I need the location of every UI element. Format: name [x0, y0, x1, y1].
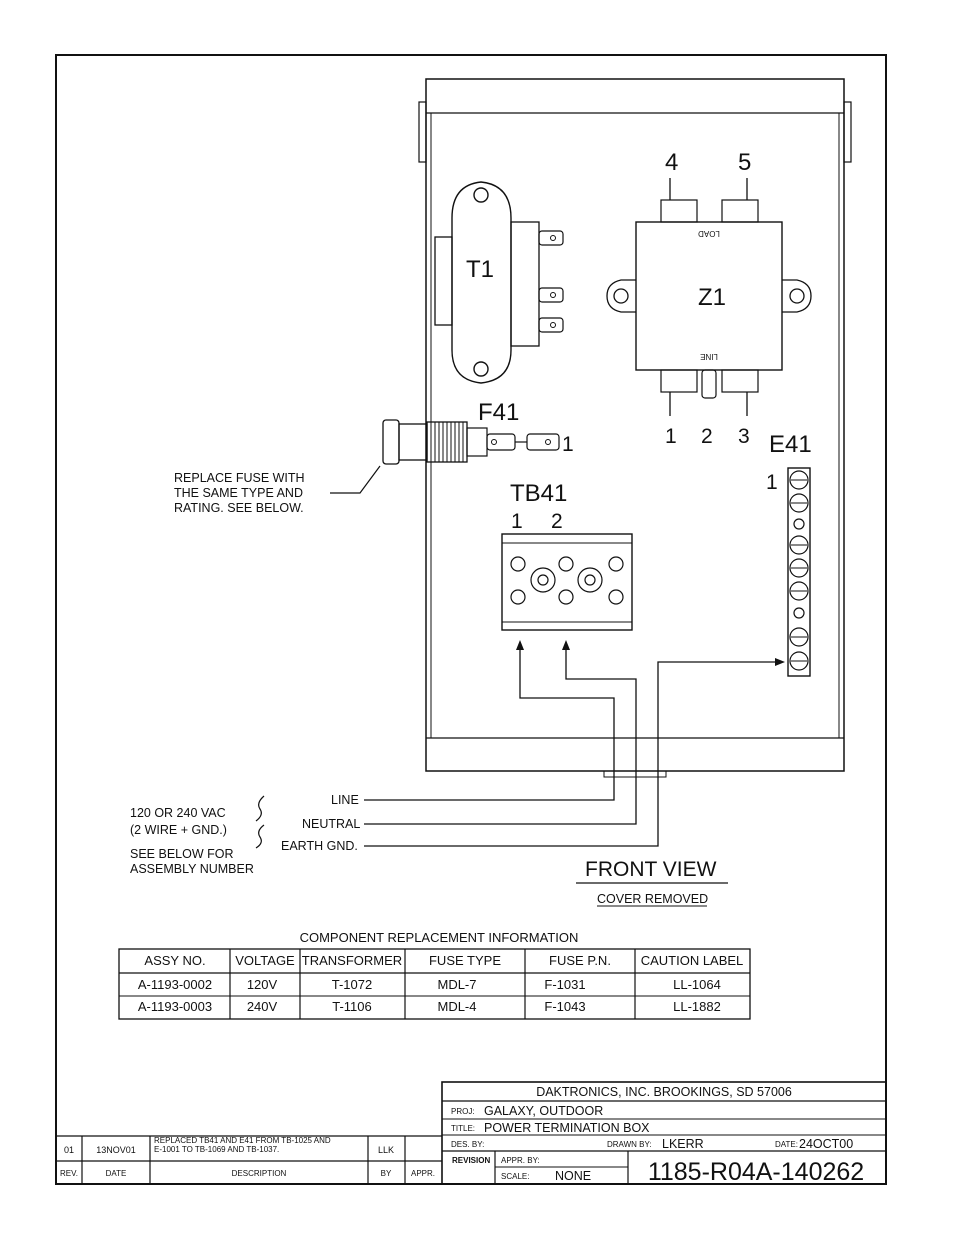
revision-by: LLK — [378, 1145, 394, 1155]
table-cell: A-1193-0002 — [138, 977, 212, 992]
description-header: DESCRIPTION — [232, 1169, 287, 1178]
z1-pin-3: 3 — [738, 425, 750, 448]
revision-description-line-2: E-1001 TO TB-1069 AND TB-1037. — [154, 1145, 279, 1154]
terminal-block-tb41: TB41 1 2 — [501, 480, 633, 631]
tb41-pin-1: 1 — [511, 510, 523, 533]
table-cell: MDL-7 — [437, 977, 476, 992]
neutral-label: NEUTRAL — [302, 817, 360, 831]
supply-labels: LINE NEUTRAL EARTH GND. 120 OR 240 VAC (… — [130, 793, 360, 876]
approved-by-label: APPR. BY: — [501, 1156, 540, 1165]
f41-pin-1: 1 — [562, 433, 574, 456]
revision-number: 01 — [64, 1145, 74, 1155]
voltage-line-2: (2 WIRE + GND.) — [130, 823, 227, 837]
voltage-line-1: 120 OR 240 VAC — [130, 806, 226, 820]
fuse-note-line-3: RATING. SEE BELOW. — [174, 501, 304, 515]
title-block: DAKTRONICS, INC. BROOKINGS, SD 57006 PRO… — [441, 1081, 887, 1186]
scale-value: NONE — [555, 1169, 591, 1183]
by-header: BY — [381, 1169, 392, 1178]
drawn-by-label: DRAWN BY: — [607, 1140, 652, 1149]
drawn-by: LKERR — [662, 1137, 704, 1151]
cover-removed-label: COVER REMOVED — [597, 892, 708, 906]
drawing-number: 1185-R04A-140262 — [648, 1158, 864, 1186]
filter-z1: Z1 LOAD LINE 4 5 1 2 3 — [606, 149, 812, 448]
earth-ground-label: EARTH GND. — [281, 839, 358, 853]
header-fuse-pn: FUSE P.N. — [549, 953, 611, 968]
transformer-t1: T1 — [434, 181, 564, 384]
header-voltage: VOLTAGE — [235, 953, 295, 968]
sheet-border — [55, 54, 887, 1185]
line-label: LINE — [331, 793, 359, 807]
fuse-note-line-1: REPLACE FUSE WITH — [174, 471, 305, 485]
fuse-note: REPLACE FUSE WITH THE SAME TYPE AND RATI… — [174, 465, 381, 515]
z1-load-label: LOAD — [698, 229, 720, 238]
z1-label: Z1 — [698, 284, 726, 311]
t1-label: T1 — [466, 256, 494, 283]
date-header: DATE — [106, 1169, 127, 1178]
front-view-title: FRONT VIEW — [585, 858, 717, 881]
z1-pin-2: 2 — [701, 425, 713, 448]
header-caution-label: CAUTION LABEL — [641, 953, 744, 968]
e41-pin-1: 1 — [766, 471, 778, 494]
table-title: COMPONENT REPLACEMENT INFORMATION — [300, 930, 579, 945]
drawing-title: POWER TERMINATION BOX — [484, 1121, 650, 1135]
z1-line-label: LINE — [700, 352, 718, 361]
appr-header: APPR. — [411, 1169, 435, 1178]
revision-block: 01 13NOV01 REPLACED TB41 AND E41 FROM TB… — [56, 1135, 442, 1184]
proj-label: PROJ: — [451, 1107, 475, 1116]
table-cell: 120V — [247, 977, 278, 992]
fuse-note-line-2: THE SAME TYPE AND — [174, 486, 303, 500]
table-cell: LL-1064 — [673, 977, 721, 992]
table-cell: T-1072 — [332, 977, 372, 992]
table-cell: 240V — [247, 999, 278, 1014]
enclosure — [418, 78, 852, 778]
table-cell: MDL-4 — [437, 999, 476, 1014]
company-name: DAKTRONICS, INC. BROOKINGS, SD 57006 — [536, 1085, 792, 1099]
rev-header: REV. — [60, 1169, 78, 1178]
table-cell: F-1031 — [544, 977, 585, 992]
assembly-note-line-1: SEE BELOW FOR — [130, 847, 234, 861]
header-assy-no: ASSY NO. — [144, 953, 205, 968]
revision-label: REVISION — [452, 1156, 490, 1165]
tb41-pin-2: 2 — [551, 510, 563, 533]
table-cell: T-1106 — [332, 999, 372, 1014]
scale-label: SCALE: — [501, 1172, 529, 1181]
table-cell: A-1193-0003 — [138, 999, 212, 1014]
ground-bar-e41: E41 1 — [766, 431, 812, 677]
drawing-date: 24OCT00 — [799, 1137, 853, 1151]
date-label: DATE: — [775, 1140, 798, 1149]
view-title: FRONT VIEW COVER REMOVED — [576, 858, 728, 907]
revision-description-line-1: REPLACED TB41 AND E41 FROM TB-1025 AND — [154, 1136, 331, 1145]
z1-pin-1: 1 — [665, 425, 677, 448]
tb41-label: TB41 — [510, 480, 567, 507]
assembly-note-line-2: ASSEMBLY NUMBER — [130, 862, 254, 876]
z1-pin-5: 5 — [738, 149, 751, 176]
designed-by-label: DES. BY: — [451, 1140, 484, 1149]
project-name: GALAXY, OUTDOOR — [484, 1104, 603, 1118]
table-cell: LL-1882 — [673, 999, 721, 1014]
wiring — [364, 640, 785, 847]
f41-label: F41 — [478, 399, 519, 426]
brace-symbol — [255, 795, 265, 822]
e41-label: E41 — [769, 431, 812, 458]
brace-symbol-2 — [255, 824, 265, 849]
table-cell: F-1043 — [544, 999, 585, 1014]
header-transformer: TRANSFORMER — [302, 953, 402, 968]
header-fuse-type: FUSE TYPE — [429, 953, 501, 968]
revision-date: 13NOV01 — [96, 1145, 136, 1155]
z1-pin-4: 4 — [665, 149, 678, 176]
fuse-holder-f41: F41 1 — [382, 399, 574, 465]
title-label: TITLE: — [451, 1124, 475, 1133]
component-replacement-table: COMPONENT REPLACEMENT INFORMATION ASSY N… — [118, 930, 751, 1020]
